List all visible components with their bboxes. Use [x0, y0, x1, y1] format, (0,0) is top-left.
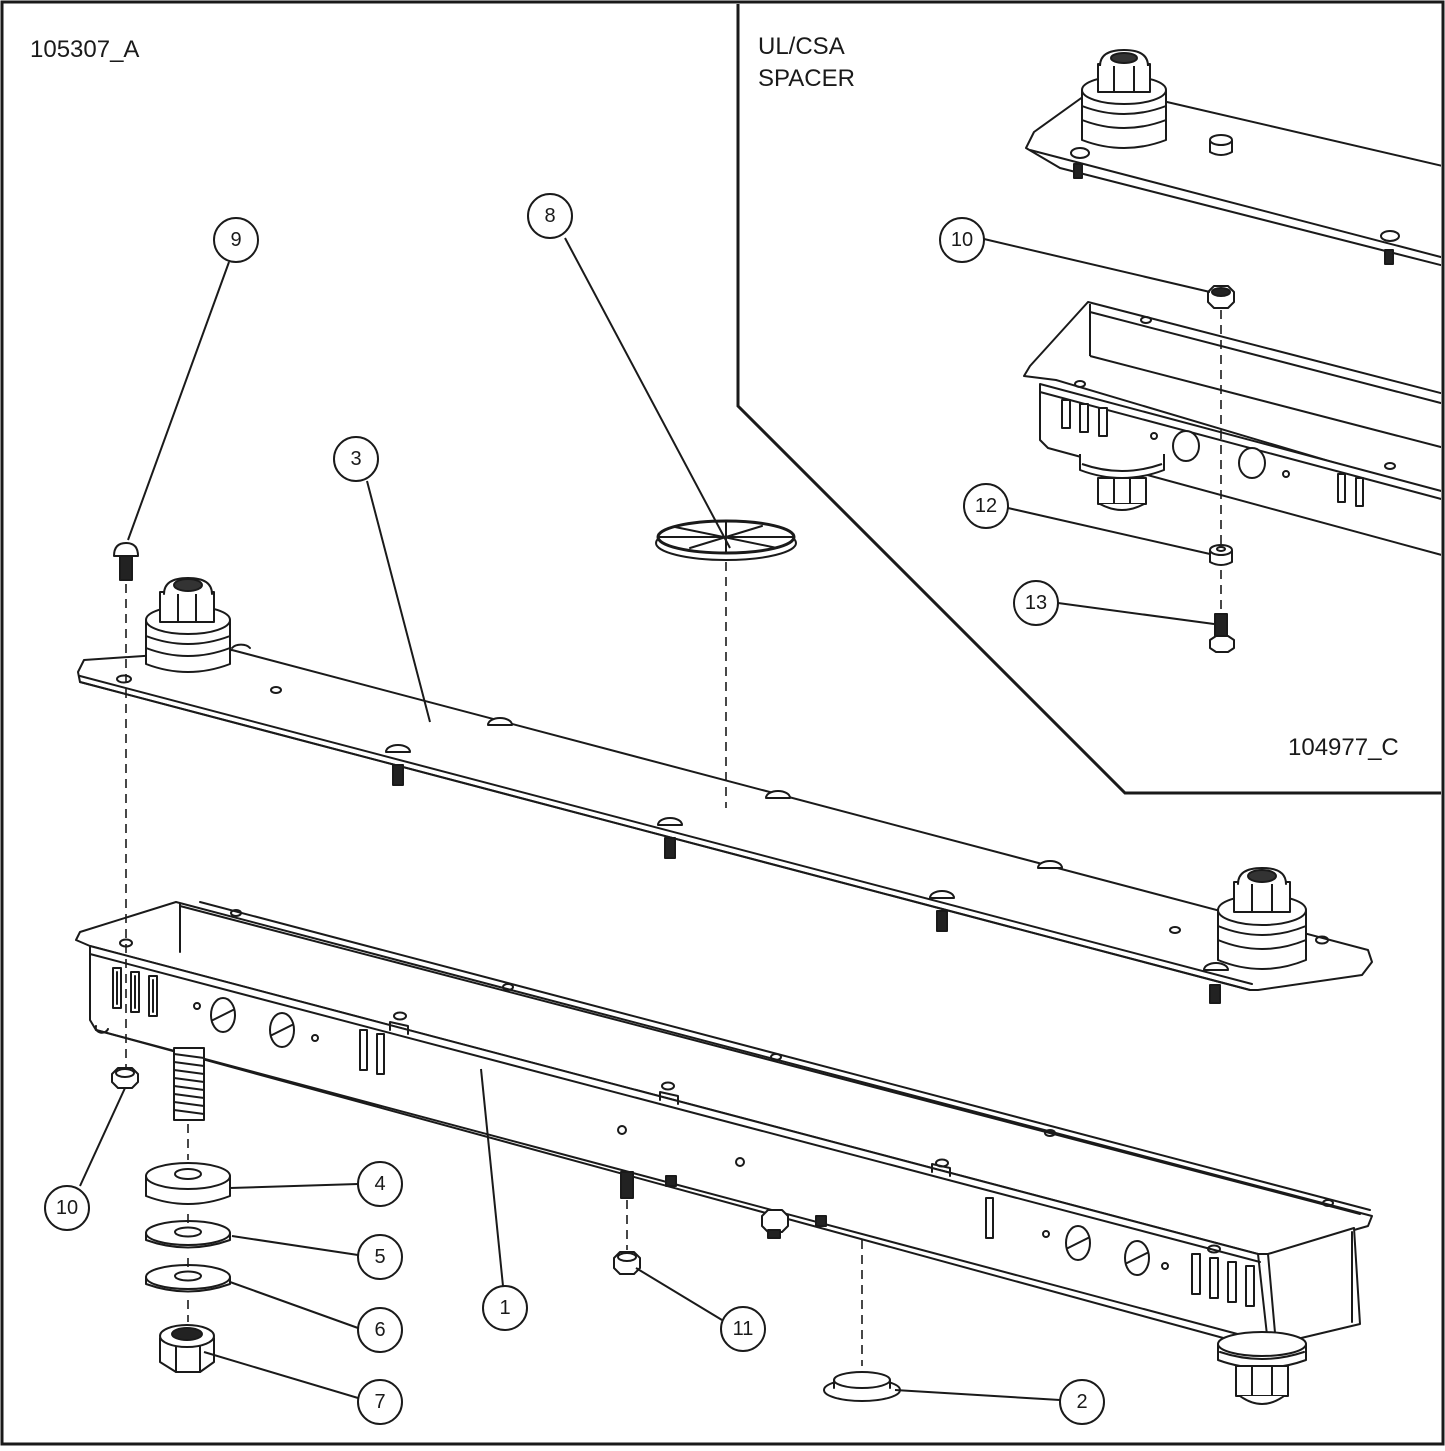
- svg-text:2: 2: [1076, 1391, 1087, 1413]
- svg-text:8: 8: [544, 205, 555, 227]
- spacer-item-4: [145, 1162, 231, 1205]
- screw-item-9: [113, 542, 139, 581]
- callout-5: 5: [357, 1234, 403, 1280]
- nut-item-11: [613, 1251, 641, 1275]
- top-plate: [77, 577, 1373, 1004]
- svg-text:11: 11: [733, 1318, 754, 1340]
- base-channel: [75, 901, 1373, 1349]
- inset-view: [1023, 49, 1441, 653]
- callout-7: 7: [357, 1379, 403, 1425]
- callout-10-inset: 10: [939, 217, 985, 263]
- alignment-lines: [125, 562, 863, 1366]
- inset-title-line1: UL/CSA: [758, 33, 845, 60]
- callout-10-main: 10: [44, 1185, 90, 1231]
- callout-2: 2: [1059, 1379, 1105, 1425]
- callout-bubbles: 9 8 3 4 5 6 7 1: [44, 193, 1105, 1425]
- callout-3: 3: [333, 436, 379, 482]
- plug-item-8: [655, 519, 797, 561]
- inset-boundary: [736, 4, 1441, 795]
- leader-lines: [79, 237, 1215, 1401]
- washer-item-6: [145, 1264, 231, 1293]
- inset-drawing-number: 104977_C: [1288, 734, 1399, 761]
- callout-12: 12: [963, 483, 1009, 529]
- callout-8: 8: [527, 193, 573, 239]
- svg-text:10: 10: [951, 229, 973, 251]
- svg-text:13: 13: [1025, 592, 1047, 614]
- callout-9: 9: [213, 217, 259, 263]
- svg-text:6: 6: [374, 1319, 385, 1341]
- right-bottom-terminal: [1217, 1331, 1307, 1405]
- main-drawing-number: 105307_A: [30, 36, 139, 63]
- threaded-stud: [173, 1047, 205, 1121]
- svg-text:1: 1: [499, 1297, 510, 1319]
- callout-11: 11: [720, 1306, 766, 1352]
- callout-6: 6: [357, 1307, 403, 1353]
- svg-text:4: 4: [374, 1173, 385, 1195]
- svg-text:12: 12: [975, 495, 997, 517]
- bottom-bolt: [665, 1175, 827, 1239]
- callout-13: 13: [1013, 580, 1059, 626]
- callout-4: 4: [357, 1161, 403, 1207]
- callout-1: 1: [482, 1285, 528, 1331]
- svg-text:9: 9: [230, 229, 241, 251]
- svg-text:10: 10: [56, 1197, 78, 1219]
- svg-text:7: 7: [374, 1391, 385, 1413]
- stud-under-base: [620, 1171, 634, 1199]
- svg-text:5: 5: [374, 1246, 385, 1268]
- plug-item-2: [823, 1371, 901, 1402]
- svg-text:3: 3: [350, 448, 361, 470]
- washer-item-5: [145, 1220, 231, 1249]
- locknut-item-7: [159, 1324, 215, 1373]
- inset-title-line2: SPACER: [758, 65, 855, 92]
- nut-item-10: [111, 1067, 139, 1089]
